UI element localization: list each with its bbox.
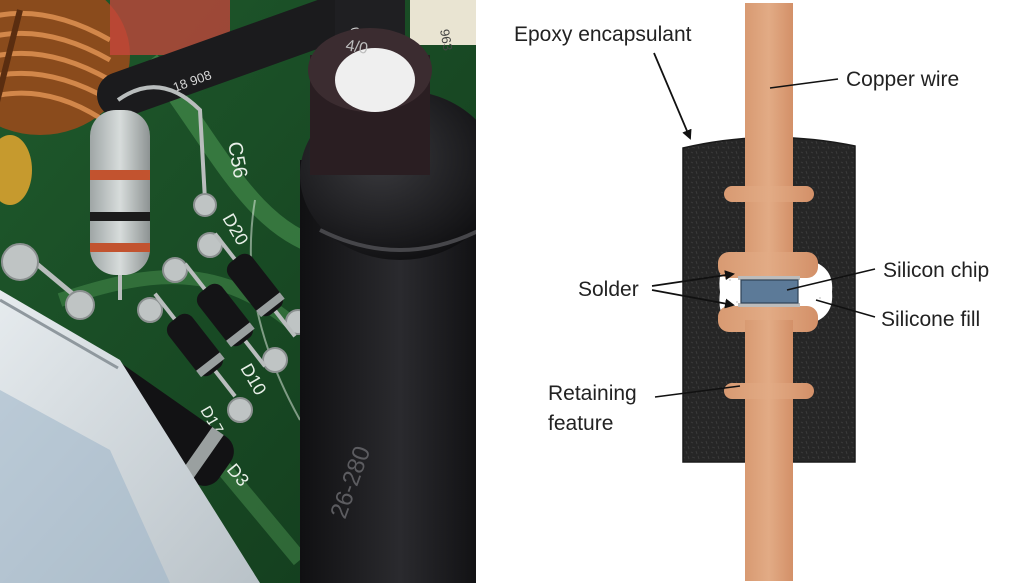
leader-solder-top bbox=[651, 270, 735, 287]
label-retaining-line1: Retaining bbox=[548, 382, 637, 405]
diagram-canvas: Epoxy encapsulant Copper wire Solder Sil… bbox=[514, 3, 989, 581]
label-epoxy-encapsulant: Epoxy encapsulant bbox=[514, 23, 692, 46]
silicon-chip bbox=[740, 279, 799, 304]
label-silicon-chip: Silicon chip bbox=[883, 259, 989, 282]
diode-d20 bbox=[213, 232, 297, 338]
copper-wire-lower bbox=[718, 306, 818, 581]
leader-copper bbox=[769, 78, 839, 89]
copper-wire-upper bbox=[718, 3, 818, 278]
cross-section-diagram: Epoxy encapsulant Copper wire Solder Sil… bbox=[476, 0, 1024, 583]
solder-top bbox=[738, 276, 800, 280]
label-retaining-line2: feature bbox=[548, 412, 613, 435]
small-capacitor bbox=[0, 135, 32, 205]
diode-d17 bbox=[153, 292, 237, 398]
leader-fill bbox=[815, 299, 876, 318]
leader-chip bbox=[786, 268, 876, 291]
small-electrolytic: 4/0 bbox=[308, 28, 432, 175]
label-solder: Solder bbox=[578, 278, 639, 301]
chip-marking-2: 963 bbox=[437, 28, 456, 52]
label-silicone-fill: Silicone fill bbox=[881, 308, 980, 331]
black-cable bbox=[97, 0, 353, 118]
solder-bottom bbox=[738, 303, 800, 307]
diode-d10 bbox=[183, 262, 267, 368]
leader-epoxy bbox=[653, 52, 692, 140]
leader-retaining bbox=[654, 385, 741, 398]
component-top-right bbox=[410, 0, 476, 45]
capacitor-top-marking: 4/0 bbox=[344, 37, 369, 58]
resistor bbox=[90, 110, 150, 275]
label-copper-wire: Copper wire bbox=[846, 68, 959, 91]
diode-row bbox=[153, 232, 297, 398]
leader-solder-bottom bbox=[651, 289, 735, 309]
pcb-photo: 18 908 0121 963 C56 D20 bbox=[0, 0, 476, 583]
pcb-photo-illustration: 18 908 0121 963 C56 D20 bbox=[0, 0, 476, 583]
